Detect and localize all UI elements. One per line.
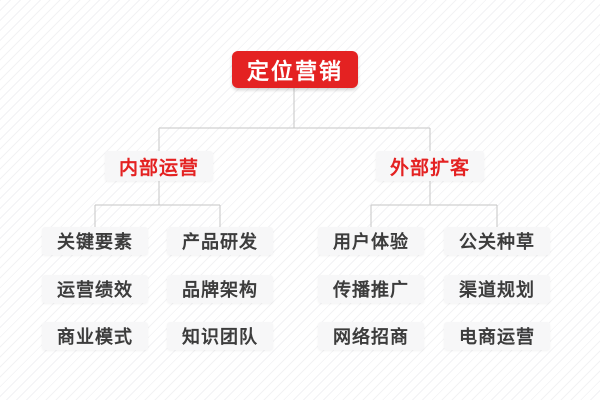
node-product-rd: 产品研发: [167, 227, 273, 255]
node-knowledge-team: 知识团队: [167, 322, 273, 350]
node-promotion-spread: 传播推广: [318, 275, 424, 303]
node-key-elements: 关键要素: [42, 227, 148, 255]
node-internal-operations: 内部运营: [105, 151, 213, 181]
node-external-customer-acquisition: 外部扩客: [376, 151, 484, 181]
node-business-model: 商业模式: [42, 322, 148, 350]
node-online-investment: 网络招商: [318, 322, 424, 350]
node-brand-architecture: 品牌架构: [167, 275, 273, 303]
node-pr-seeding: 公关种草: [444, 227, 550, 255]
node-user-experience: 用户体验: [318, 227, 424, 255]
node-channel-planning: 渠道规划: [444, 275, 550, 303]
node-ecommerce-operations: 电商运营: [444, 322, 550, 350]
node-operations-performance: 运营绩效: [42, 275, 148, 303]
node-positioning-marketing: 定位营销: [232, 51, 358, 88]
